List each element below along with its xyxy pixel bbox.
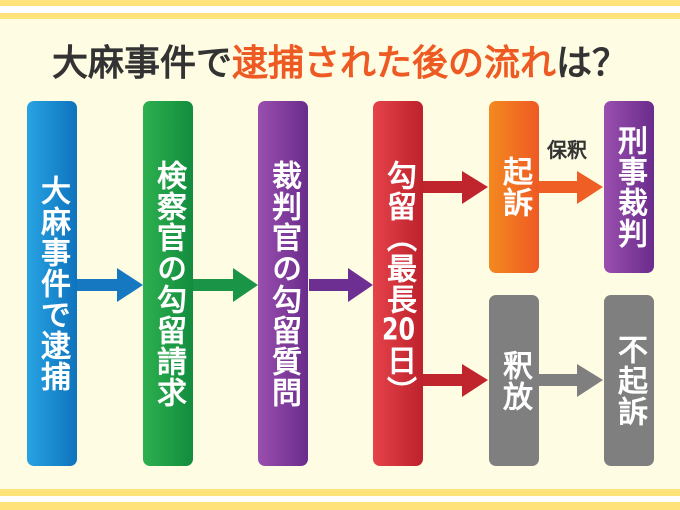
- detention-days: 20: [382, 315, 415, 345]
- page-title: 大麻事件で逮捕された後の流れは？: [0, 34, 680, 86]
- step-judge-hearing: 裁判官の勾留質問: [258, 101, 308, 466]
- arrow-detention-to-release: [423, 364, 488, 397]
- step-indictment: 起訴: [489, 101, 539, 273]
- step-criminal-trial: 刑事裁判: [604, 101, 654, 273]
- step-detention-label: 勾留（最長20日）: [381, 160, 416, 407]
- step-non-prosecution: 不起訴: [604, 295, 654, 466]
- step-judge-hearing-label: 裁判官の勾留質問: [266, 159, 301, 408]
- step-release-label: 釈放: [497, 349, 532, 412]
- title-highlight: 逮捕された後の流れ: [231, 43, 556, 84]
- step-arrest-label: 大麻事件で逮捕: [35, 175, 70, 392]
- step-detention: 勾留（最長20日）: [373, 101, 423, 466]
- arrow-indictment-to-trial: [539, 171, 603, 204]
- step-indictment-label: 起訴: [497, 156, 532, 218]
- step-criminal-trial-label: 刑事裁判: [612, 125, 647, 249]
- step-prosecutor-request-label: 検察官の勾留請求: [151, 159, 186, 408]
- bottom-stripe-gap: [0, 496, 680, 502]
- bottom-stripe: [0, 489, 680, 496]
- arrow-detention-to-indictment: [423, 171, 488, 204]
- top-stripe: [0, 0, 680, 6]
- step-release: 釈放: [489, 295, 539, 466]
- bottom-stripe: [0, 502, 680, 510]
- arrow-prosecutor-to-judge: [193, 268, 258, 302]
- top-stripe-gap: [0, 6, 680, 13]
- detention-open: （最長: [381, 222, 416, 315]
- title-prefix: 大麻事件で: [51, 43, 232, 84]
- arrow-arrest-to-prosecutor: [77, 268, 143, 302]
- top-stripe: [0, 13, 680, 19]
- arrow-release-to-nonprosecution: [539, 364, 603, 397]
- detention-close: 日）: [381, 345, 416, 407]
- bail-label: 保釈: [547, 138, 587, 162]
- detention-main: 勾留: [381, 160, 416, 222]
- arrow-judge-to-detention: [309, 268, 373, 302]
- step-prosecutor-request: 検察官の勾留請求: [143, 101, 193, 466]
- step-non-prosecution-label: 不起訴: [612, 334, 647, 427]
- step-arrest: 大麻事件で逮捕: [27, 101, 77, 466]
- title-suffix: は？: [556, 43, 629, 84]
